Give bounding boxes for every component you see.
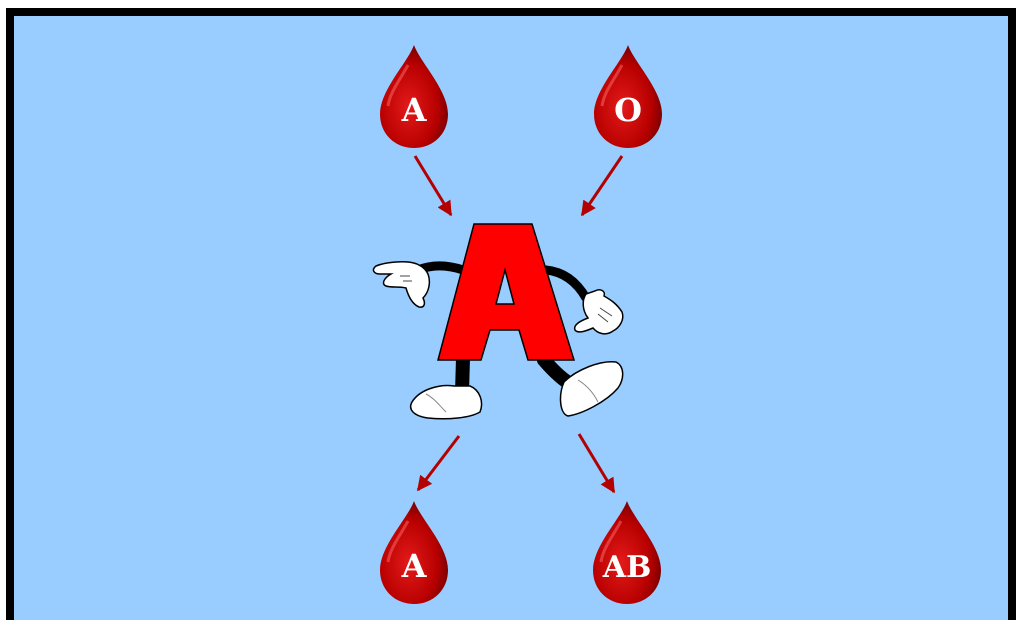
diagram-frame: A O A AB xyxy=(6,8,1016,620)
right-shoe xyxy=(561,362,623,416)
letter-a-shape xyxy=(438,224,574,360)
donor-drop-o: O xyxy=(594,45,662,148)
arrow-center-to-recipient-ab xyxy=(579,434,614,492)
donor-drop-a: A xyxy=(380,45,448,148)
blood-type-diagram: A O A AB xyxy=(8,8,1016,620)
letter-a-character xyxy=(373,224,622,419)
arrow-donor-a-to-center xyxy=(415,156,451,215)
recipient-drop-ab: AB xyxy=(593,501,661,604)
left-shoe xyxy=(411,386,482,419)
arrow-donor-o-to-center xyxy=(582,156,622,215)
left-glove xyxy=(373,262,429,307)
recipient-drop-a: A xyxy=(380,501,448,604)
recipient-drop-a-label: A xyxy=(401,547,428,585)
recipient-drop-ab-label: AB xyxy=(602,550,652,585)
donor-drop-o-label: O xyxy=(614,91,642,129)
donor-drop-a-label: A xyxy=(401,91,428,129)
arrow-center-to-recipient-a xyxy=(418,436,459,490)
